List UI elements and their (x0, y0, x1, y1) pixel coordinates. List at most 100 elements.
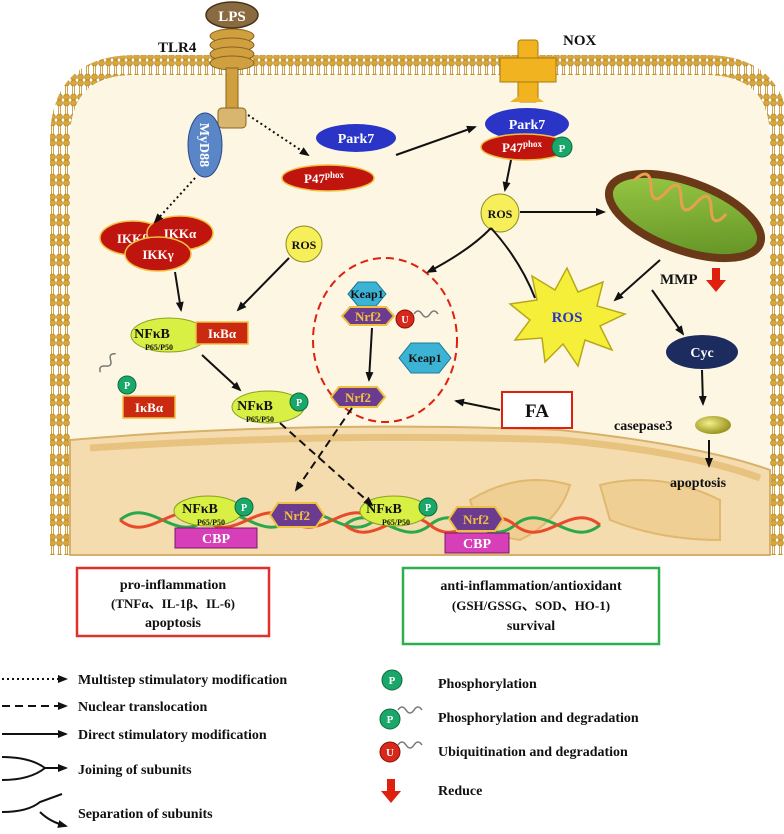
legend-multistep: Multistep stimulatory modification (78, 673, 287, 688)
myd88-label: MyD88 (196, 123, 211, 167)
ros-burst-label: ROS (552, 310, 583, 326)
svg-text:Nrf2: Nrf2 (355, 309, 381, 324)
nfkb-ikba-complex: NFκB P65/P50 IκBα (130, 317, 249, 353)
svg-text:NFκB: NFκB (366, 502, 402, 517)
svg-text:P: P (387, 714, 394, 726)
legend-phos-degradation: Phosphorylation and degradation (438, 711, 639, 726)
svg-text:P47phox: P47phox (304, 170, 344, 186)
svg-text:P65/P50: P65/P50 (197, 518, 225, 527)
svg-text:P: P (296, 398, 302, 409)
svg-text:IκBα: IκBα (135, 400, 164, 415)
svg-text:NFκB: NFκB (237, 399, 273, 414)
ikk-complex: IKKβ IKKα IKKγ (99, 215, 214, 272)
legend-ubiq-degradation: Ubiquitination and degradation (438, 745, 628, 760)
svg-text:P: P (124, 381, 130, 392)
pro-inflammation-box: pro-inflammation (TNFα、IL-1β、IL-6) apopt… (75, 566, 271, 638)
nuclear-nrf2-left: Nrf2 (268, 502, 326, 528)
svg-text:P65/P50: P65/P50 (145, 343, 173, 352)
nox-complex: NOX (499, 33, 597, 103)
nox-label: NOX (563, 33, 597, 49)
mitochondrion (604, 169, 766, 263)
anti-line3: survival (507, 619, 555, 634)
ros-burst: ROS (508, 266, 628, 368)
svg-text:U: U (401, 315, 408, 326)
casepase3-label: casepase3 (614, 419, 672, 434)
cyc: Cyc (666, 335, 738, 369)
p47-bound-label: P47 (502, 140, 523, 155)
dna-helix-left (119, 511, 376, 529)
legend-joining: Joining of subunits (78, 763, 192, 778)
park7-free-label: Park7 (338, 132, 375, 147)
fa-label: FA (525, 401, 549, 422)
tlr4-receptor (209, 28, 255, 129)
pathway-arrows (153, 114, 713, 507)
pro-line1: pro-inflammation (120, 578, 227, 593)
svg-text:P65/P50: P65/P50 (246, 415, 274, 424)
ros-left-label: ROS (292, 238, 317, 252)
park7-bound: Park7 (485, 108, 569, 140)
mmp-reduce-arrow (706, 268, 726, 292)
svg-text:Nrf2: Nrf2 (284, 508, 310, 523)
ros-left: ROS (285, 225, 323, 263)
anti-line2: (GSH/GSSG、SOD、HO-1) (452, 598, 610, 613)
keap1-free: Keap1 (398, 342, 452, 374)
phox-free-label: phox (325, 170, 345, 180)
svg-text:U: U (386, 747, 394, 759)
legend-reduce: Reduce (438, 784, 482, 799)
svg-text:P65/P50: P65/P50 (382, 518, 410, 527)
legend-lines: Multistep stimulatory modification Nucle… (1, 673, 287, 828)
ubiquitin-badge: U (395, 309, 439, 329)
apoptosis-right-label: apoptosis (670, 476, 727, 491)
p47-free-label: P47 (304, 171, 325, 186)
nuclear-nrf2-right: Nrf2 CBP (444, 506, 510, 554)
p47phox-bound: P47phox (480, 133, 570, 161)
nuclear-nfkb-left: NFκB P65/P50 P CBP (173, 495, 258, 549)
mmp-label: MMP (660, 272, 697, 288)
svg-text:P47phox: P47phox (502, 139, 542, 155)
legend-phosphorylation: Phosphorylation (438, 677, 537, 692)
nrf2-keap1-zone (312, 257, 458, 423)
cyc-label: Cyc (690, 346, 713, 361)
nfkb-phospho: NFκB P65/P50 P (231, 390, 309, 424)
park7-free: Park7 (316, 124, 396, 152)
svg-text:P: P (241, 503, 247, 514)
nuclear-nfkb-right: NFκB P65/P50 P (359, 495, 438, 527)
tlr4-label: TLR4 (158, 40, 197, 56)
svg-text:Nrf2: Nrf2 (463, 512, 489, 527)
casepase3-shape (695, 416, 731, 434)
ikka-label: IKKα (164, 226, 197, 241)
myd88: MyD88 (187, 112, 223, 178)
svg-text:IκBα: IκBα (208, 326, 237, 341)
phox-bound-label: phox (523, 139, 543, 149)
svg-text:CBP: CBP (202, 532, 230, 547)
legend-separation: Separation of subunits (78, 807, 213, 822)
svg-text:P: P (559, 143, 566, 155)
anti-line1: anti-inflammation/antioxidant (440, 579, 622, 594)
svg-text:NFκB: NFκB (134, 327, 170, 342)
keap1-bound: Keap1 (347, 281, 387, 307)
legend-direct: Direct stimulatory modification (78, 728, 267, 743)
lps-molecule: LPS (205, 1, 259, 29)
legend-nuclear: Nuclear translocation (78, 700, 207, 715)
svg-text:CBP: CBP (463, 537, 491, 552)
ikkg-label: IKKγ (142, 247, 173, 262)
nrf2-bound: Nrf2 (340, 306, 396, 326)
svg-text:Keap1: Keap1 (350, 287, 383, 301)
fa-box: FA (501, 391, 573, 429)
park7-bound-label: Park7 (509, 118, 546, 133)
ros-top: ROS (480, 193, 520, 233)
svg-text:Keap1: Keap1 (408, 351, 441, 365)
ros-top-label: ROS (488, 207, 513, 221)
anti-inflammation-box: anti-inflammation/antioxidant (GSH/GSSG、… (401, 566, 661, 646)
nrf2-free: Nrf2 (329, 386, 387, 408)
lps-label: LPS (218, 9, 246, 25)
pro-line2: (TNFα、IL-1β、IL-6) (111, 596, 235, 611)
svg-text:Nrf2: Nrf2 (345, 390, 371, 405)
ikba-phospho-degraded: P IκBα (99, 352, 176, 419)
legend-symbols: P Phosphorylation P Phosphorylation and … (379, 669, 639, 803)
svg-text:P: P (389, 675, 396, 687)
svg-text:NFκB: NFκB (182, 502, 218, 517)
p47phox-free: P47phox (281, 164, 375, 192)
pro-line3: apoptosis (145, 616, 202, 631)
